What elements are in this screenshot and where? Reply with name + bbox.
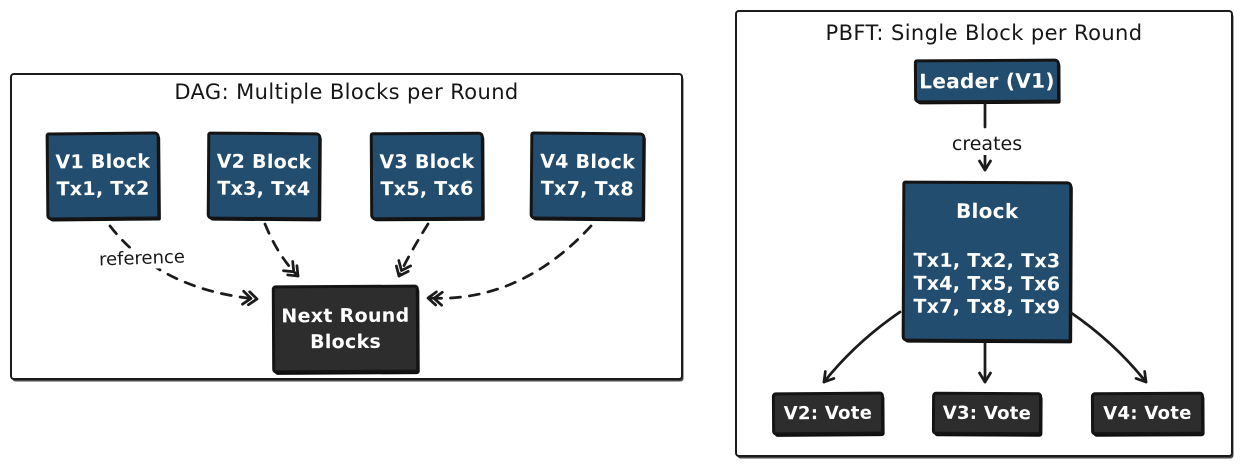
creates-edge-label: creates: [948, 133, 1026, 155]
dag-block-v2: V2 Block Tx3, Tx4: [206, 131, 322, 221]
pbft-block-title: Block: [955, 198, 1019, 224]
pbft-leader-label: Leader (V1): [919, 68, 1055, 93]
pbft-block-tx-line3: Tx7, Tx8, Tx9: [913, 295, 1061, 319]
pbft-panel-title: PBFT: Single Block per Round: [825, 21, 1143, 45]
dag-block-v4: V4 Block Tx7, Tx8: [529, 131, 646, 221]
vote-box-v4: V4: Vote: [1090, 391, 1205, 436]
next-round-line2: Blocks: [309, 330, 382, 354]
dag-block-v4-name: V4 Block: [540, 150, 636, 174]
dag-block-v1: V1 Block Tx1, Tx2: [45, 131, 161, 221]
dag-block-v2-name: V2 Block: [216, 150, 312, 174]
next-round-line1: Next Round: [281, 304, 410, 328]
next-round-blocks-box: Next Round Blocks: [271, 284, 420, 374]
dag-block-v2-txs: Tx3, Tx4: [217, 177, 311, 201]
dag-panel: DAG: Multiple Blocks per Round V1 Block …: [10, 73, 683, 380]
dag-block-v3-txs: Tx5, Tx6: [380, 177, 474, 201]
vote-box-v3: V3: Vote: [931, 391, 1043, 436]
pbft-block-box: Block Tx1, Tx2, Tx3 Tx4, Tx5, Tx6 Tx7, T…: [901, 180, 1073, 343]
vote-v3-label: V3: Vote: [942, 402, 1032, 425]
reference-edge-label: reference: [95, 246, 189, 271]
pbft-leader-box: Leader (V1): [913, 58, 1061, 104]
vote-box-v2: V2: Vote: [771, 391, 885, 436]
pbft-block-tx-line2: Tx4, Tx5, Tx6: [913, 272, 1061, 296]
pbft-block-tx-line1: Tx1, Tx2, Tx3: [913, 249, 1061, 273]
dag-block-v3-name: V3 Block: [379, 150, 475, 174]
dag-block-v1-name: V1 Block: [55, 150, 151, 174]
dag-panel-title: DAG: Multiple Blocks per Round: [174, 80, 519, 104]
dag-block-v4-txs: Tx7, Tx8: [540, 177, 635, 201]
pbft-panel: PBFT: Single Block per Round Leader (V1)…: [735, 10, 1233, 457]
vote-v4-label: V4: Vote: [1103, 402, 1192, 425]
dag-block-v1-txs: Tx1, Tx2: [56, 177, 150, 201]
vote-v2-label: V2: Vote: [783, 402, 873, 425]
dag-block-v3: V3 Block Tx5, Tx6: [369, 131, 485, 221]
